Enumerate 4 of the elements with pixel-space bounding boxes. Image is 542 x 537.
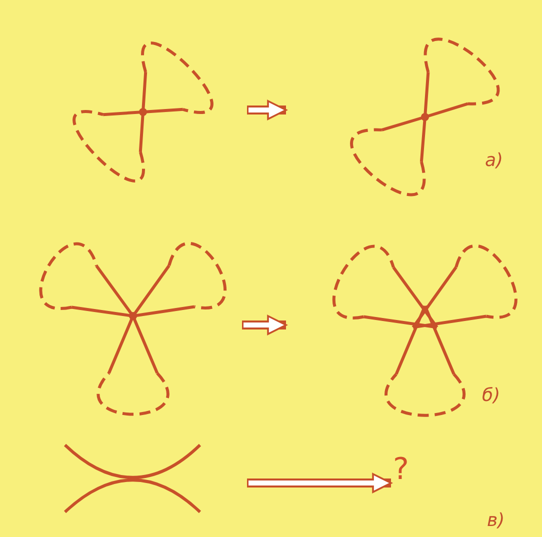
panel-label: б) (482, 385, 500, 406)
question-mark: ? (393, 455, 423, 500)
panel-label: в) (487, 510, 505, 531)
panel-label: а) (485, 150, 504, 171)
